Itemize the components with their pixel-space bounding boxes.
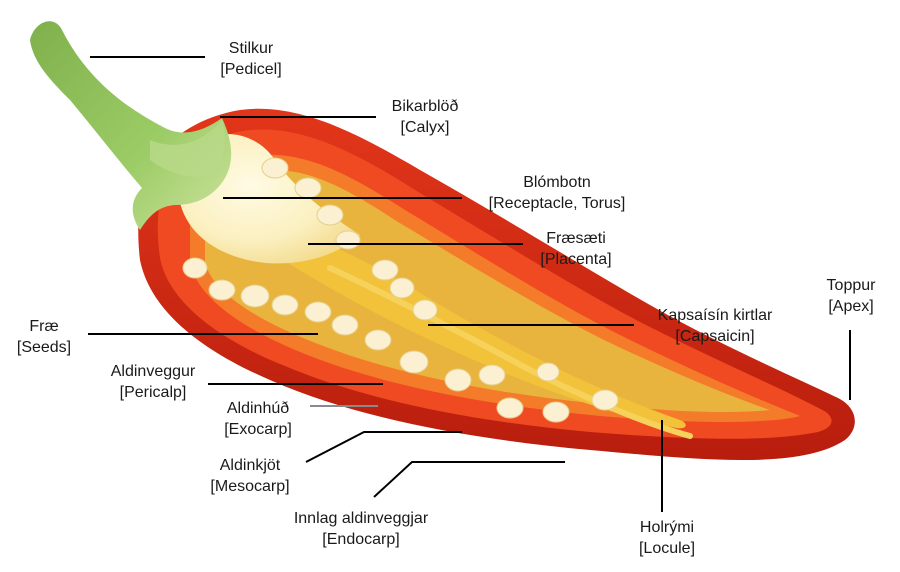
label-capsaicin-name: Kapsaísín kirtlar <box>657 307 773 324</box>
label-seeds-term: [Seeds] <box>16 339 72 356</box>
label-pedicel-name: Stilkur <box>228 40 274 57</box>
label-apex-term: [Apex] <box>828 298 874 315</box>
label-locule: Holrými [Locule] <box>639 517 695 559</box>
label-calyx: Bikarblöð [Calyx] <box>392 96 459 138</box>
leader-endocarp <box>373 461 565 498</box>
label-seeds: Fræ [Seeds] <box>17 316 71 358</box>
label-apex: Toppur [Apex] <box>827 275 876 317</box>
label-placenta-name: Fræsæti <box>546 230 606 247</box>
label-endocarp: Innlag aldinveggjar [Endocarp] <box>294 508 428 550</box>
label-pedicel-term: [Pedicel] <box>220 61 282 78</box>
label-placenta-term: [Placenta] <box>540 251 612 268</box>
label-exocarp-term: [Exocarp] <box>224 421 292 438</box>
label-calyx-term: [Calyx] <box>400 119 450 136</box>
label-endocarp-name: Innlag aldinveggjar <box>293 510 429 527</box>
capsaicin-glands <box>327 265 693 439</box>
label-locule-term: [Locule] <box>638 540 696 557</box>
label-pedicel: Stilkur [Pedicel] <box>220 38 281 80</box>
label-pericarp: Aldinveggur [Pericalp] <box>111 361 196 403</box>
label-mesocarp-term: [Mesocarp] <box>210 478 290 495</box>
label-calyx-name: Bikarblöð <box>391 98 459 115</box>
label-capsaicin: Kapsaísín kirtlar [Capsaicin] <box>658 305 773 347</box>
label-receptacle-name: Blómbotn <box>523 174 591 191</box>
label-placenta: Fræsæti [Placenta] <box>540 228 611 270</box>
label-locule-name: Holrými <box>639 519 695 536</box>
seeds-group <box>182 157 619 423</box>
label-capsaicin-term: [Capsaicin] <box>675 328 755 345</box>
label-endocarp-term: [Endocarp] <box>322 531 400 548</box>
label-mesocarp-name: Aldinkjöt <box>219 457 281 474</box>
leader-mesocarp <box>305 431 462 463</box>
label-exocarp-name: Aldinhúð <box>226 400 290 417</box>
label-apex-name: Toppur <box>826 277 876 294</box>
label-mesocarp: Aldinkjöt [Mesocarp] <box>210 455 289 497</box>
label-pericarp-name: Aldinveggur <box>110 363 196 380</box>
pepper-stem <box>30 21 232 230</box>
label-exocarp: Aldinhúð [Exocarp] <box>224 398 292 440</box>
label-seeds-name: Fræ <box>29 318 59 335</box>
label-receptacle-term: [Receptacle, Torus] <box>488 195 626 212</box>
calyx-highlight <box>150 120 225 177</box>
leader-lines <box>88 56 851 512</box>
label-pericarp-term: [Pericalp] <box>119 384 187 401</box>
label-receptacle: Blómbotn [Receptacle, Torus] <box>489 172 626 214</box>
